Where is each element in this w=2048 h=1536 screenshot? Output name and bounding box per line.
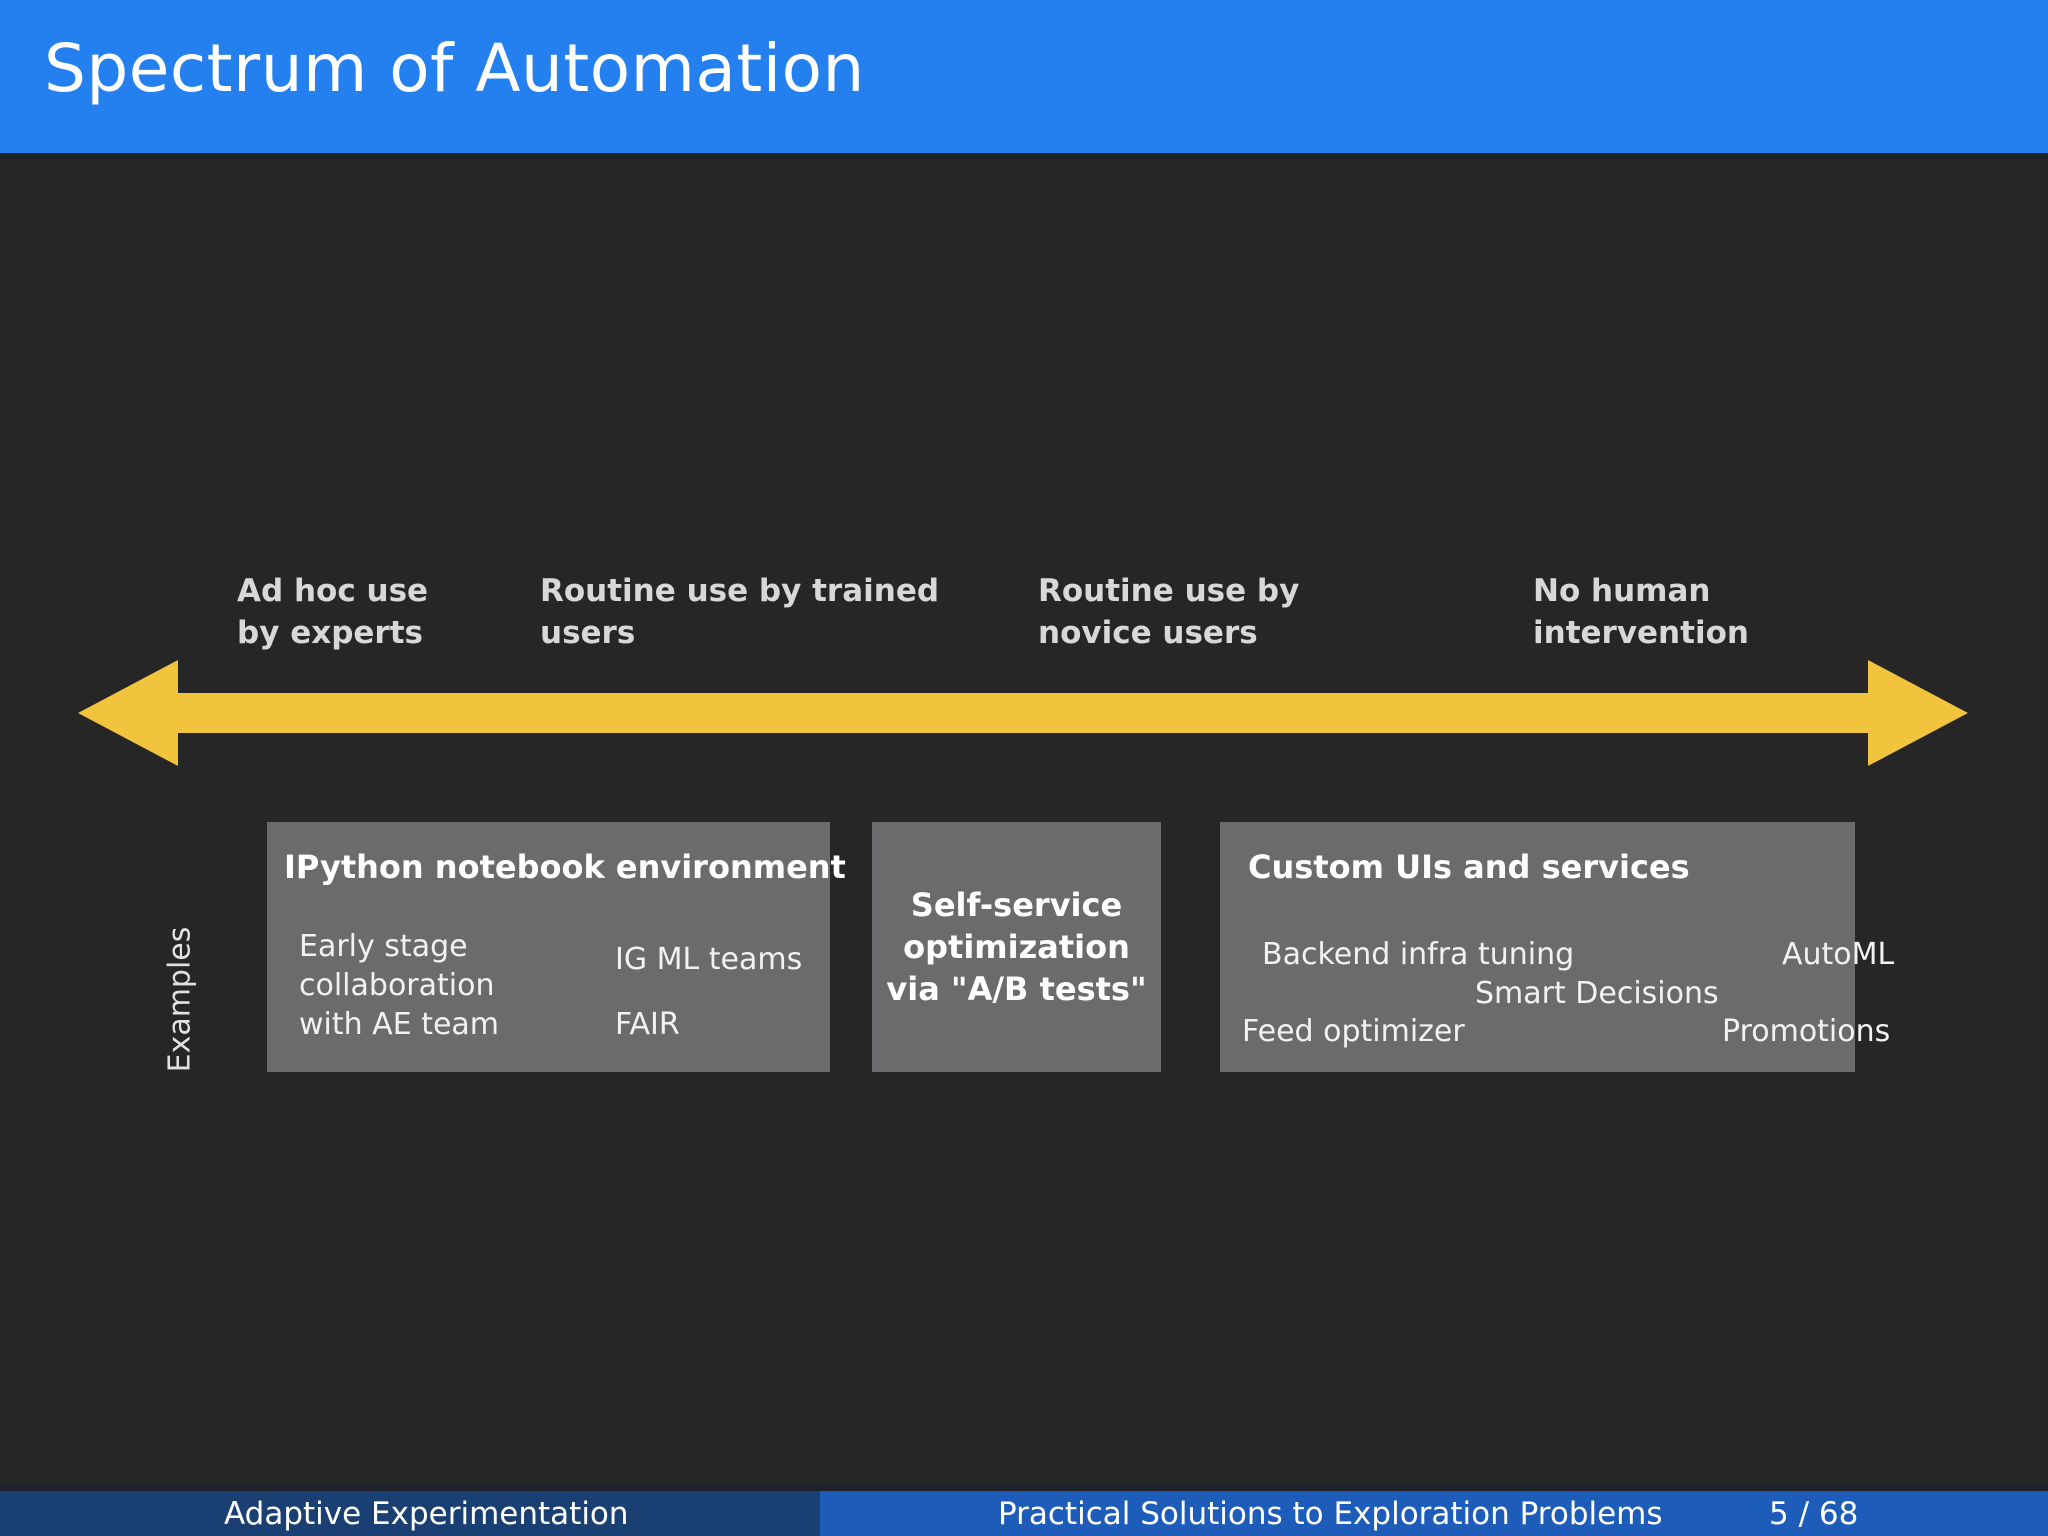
- header-divider: [0, 153, 2048, 159]
- example-box-ipython-notebook: IPython notebook environment Early stage…: [267, 822, 846, 1072]
- example-item-feed-optimizer: Feed optimizer: [1242, 1014, 1465, 1049]
- footer-page-number: 5 / 68: [1769, 1496, 1859, 1532]
- footer-divider: [0, 1484, 2048, 1491]
- example-item-fair: FAIR: [615, 1007, 680, 1042]
- example-item-promotions: Promotions: [1722, 1014, 1891, 1049]
- example-box-centered-content: Self-service optimization via "A/B tests…: [872, 822, 1161, 1072]
- example-item-early-stage-collaboration: Early stage collaboration with AE team: [299, 929, 500, 1042]
- slide-content: Ad hoc use by experts Routine use by tra…: [0, 159, 2048, 1484]
- examples-caption-text: Examples: [162, 926, 198, 1072]
- footer-right-segment: [820, 1491, 2048, 1536]
- spectrum-label-routine-novice: Routine use by novice users: [1038, 573, 1300, 652]
- spectrum-label-ad-hoc-use: Ad hoc use by experts: [237, 573, 429, 652]
- example-box-self-service-optimization: Self-service optimization via "A/B tests…: [872, 822, 1161, 1072]
- example-item-ig-ml-teams: IG ML teams: [615, 942, 803, 977]
- example-item-backend-infra-tuning: Backend infra tuning: [1262, 937, 1575, 972]
- example-box-title: Custom UIs and services: [1248, 848, 1690, 886]
- spectrum-arrow: [78, 648, 1968, 778]
- slide-footer: Adaptive Experimentation Practical Solut…: [0, 1491, 2048, 1536]
- page-title: Spectrum of Automation: [44, 30, 865, 107]
- slide-header-bar: Spectrum of Automation: [0, 0, 2048, 153]
- example-box-title: IPython notebook environment: [284, 848, 846, 886]
- example-item-automl: AutoML: [1782, 937, 1895, 972]
- footer-talk-title: Practical Solutions to Exploration Probl…: [998, 1496, 1663, 1532]
- spectrum-label-routine-trained: Routine use by trained users: [540, 573, 940, 652]
- spectrum-label-no-human-intervention: No human intervention: [1533, 573, 1749, 652]
- footer-author: Adaptive Experimentation: [224, 1496, 629, 1532]
- example-item-self-service-optimization: Self-service optimization via "A/B tests…: [886, 885, 1147, 1009]
- examples-caption: Examples: [160, 899, 200, 1099]
- example-box-custom-uis-and-services: Custom UIs and services Backend infra tu…: [1220, 822, 1894, 1072]
- example-item-smart-decisions: Smart Decisions: [1475, 976, 1719, 1011]
- footer-left-segment: [0, 1491, 820, 1536]
- double-headed-arrow-icon: [78, 660, 1968, 766]
